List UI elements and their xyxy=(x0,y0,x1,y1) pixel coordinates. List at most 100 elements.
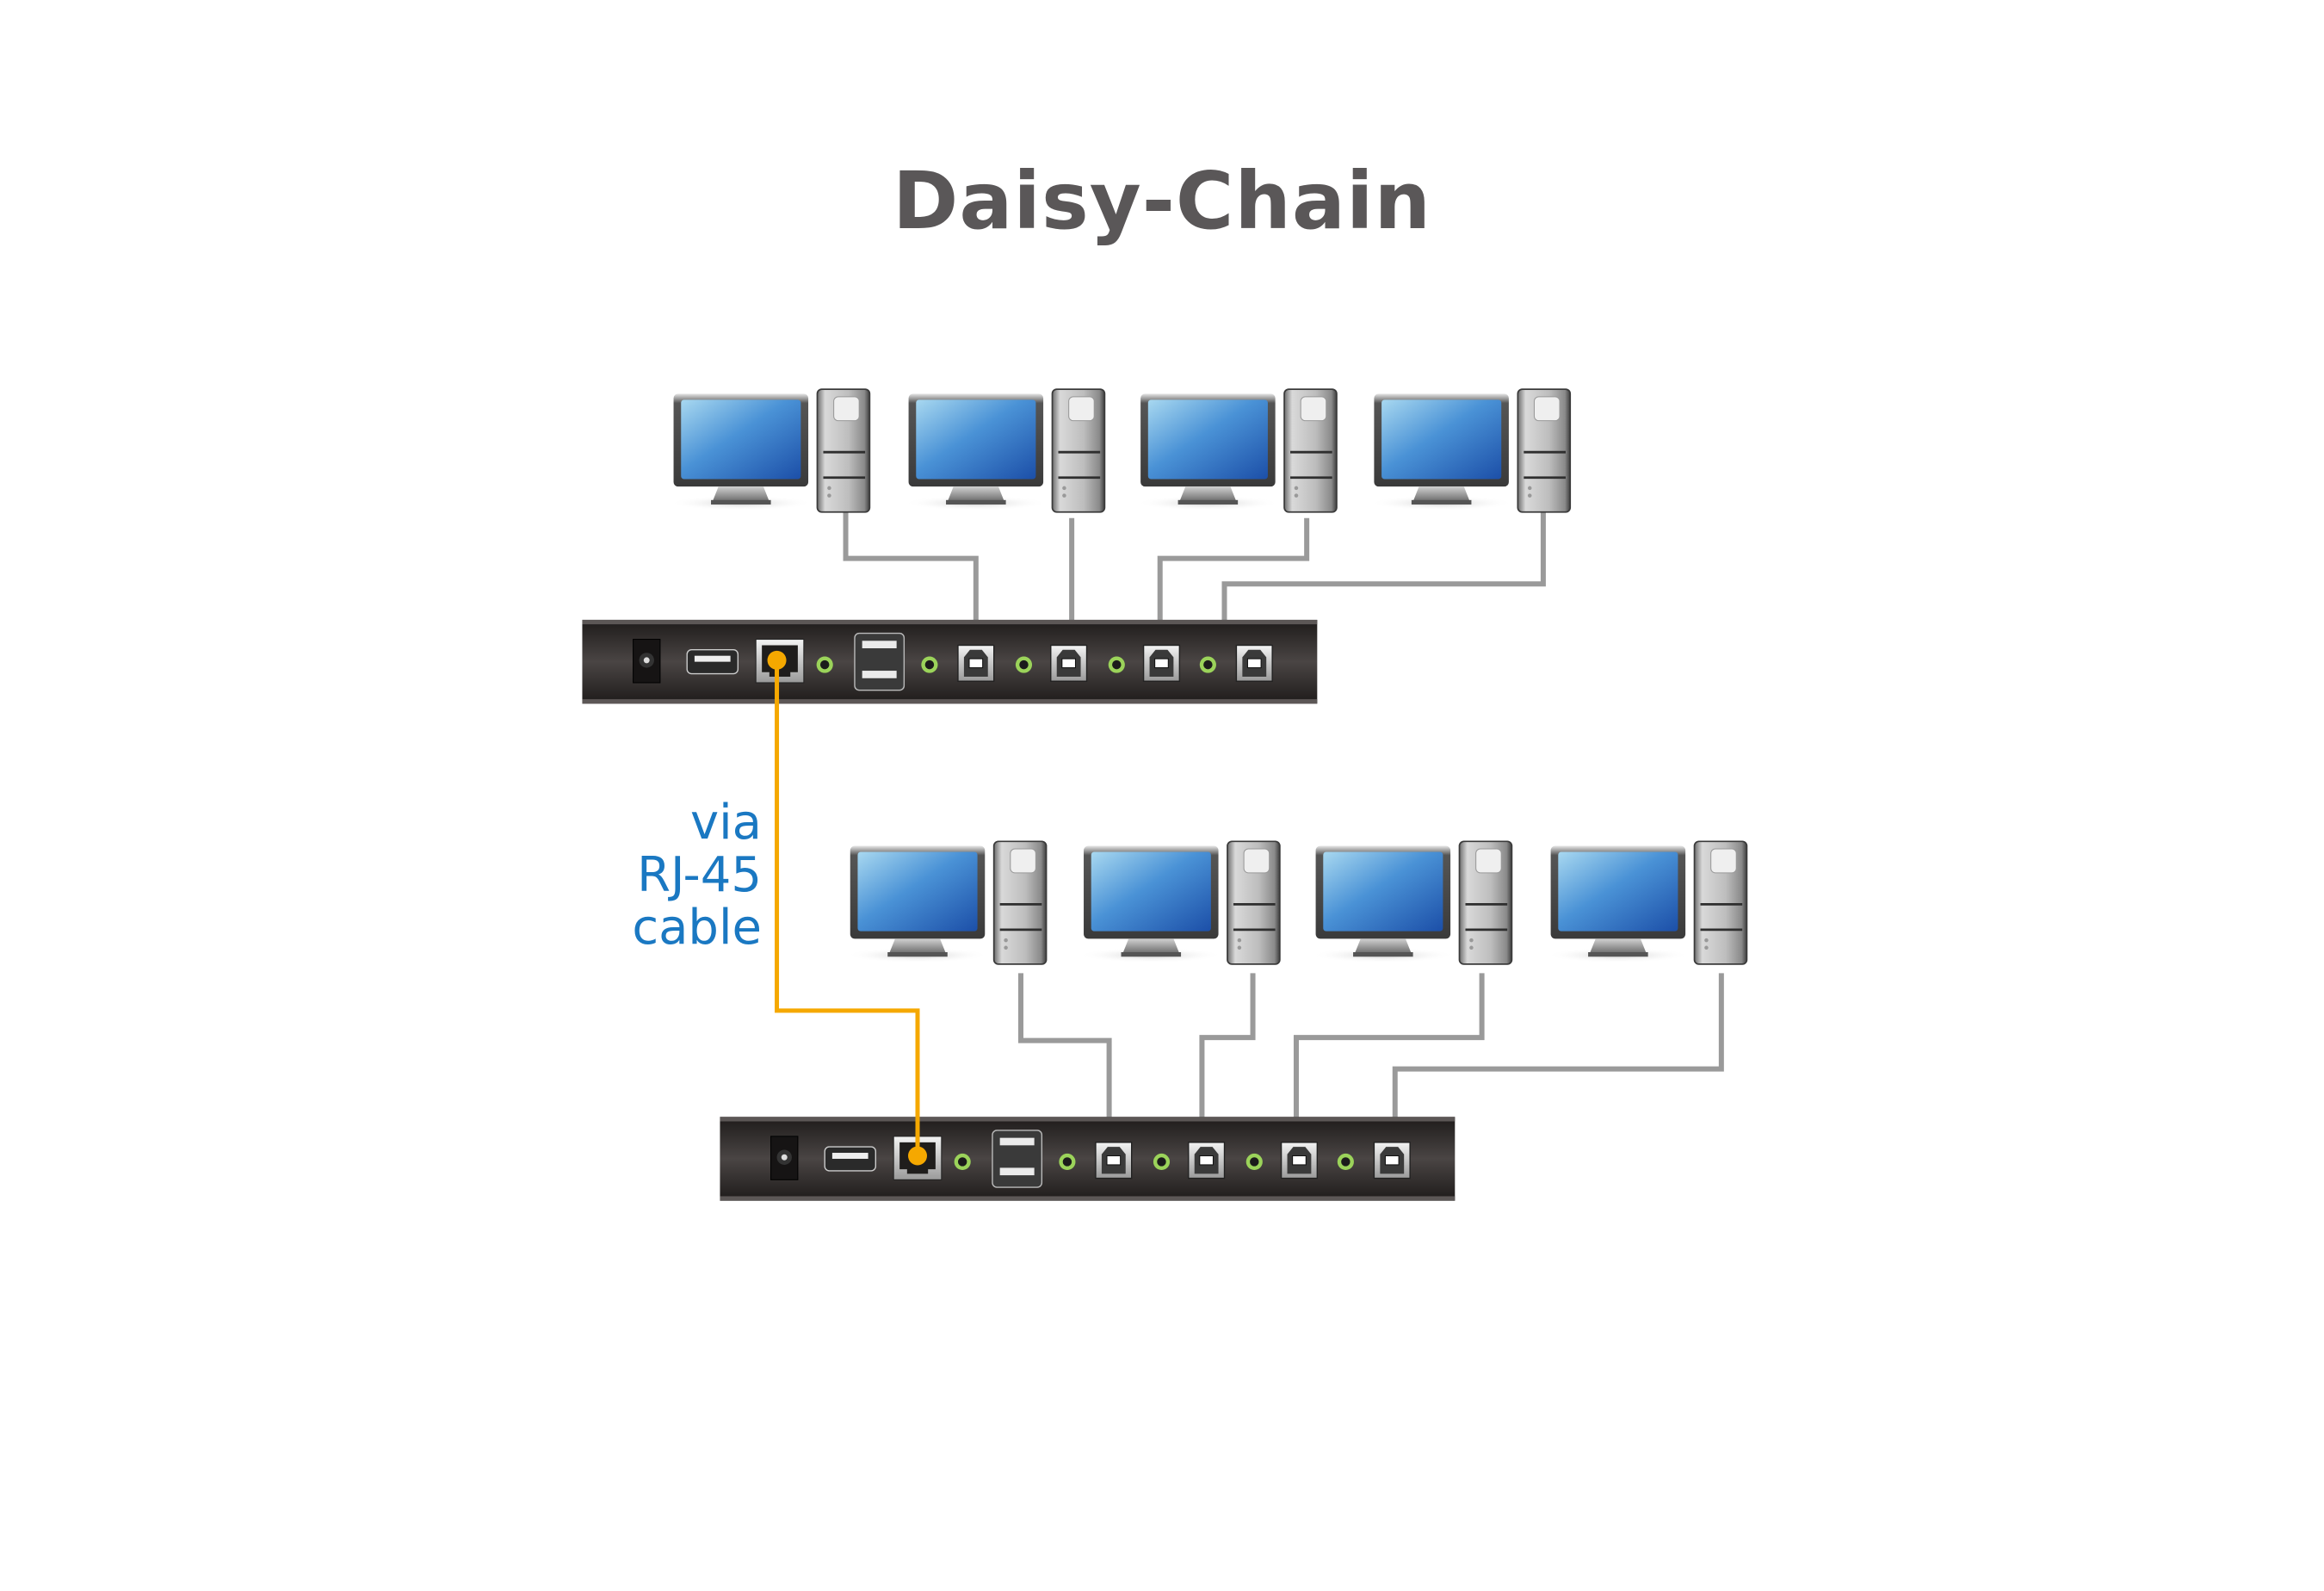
tower-led xyxy=(827,493,831,498)
usb-b-port-3 xyxy=(1142,644,1181,682)
desktop-computer-icon xyxy=(1369,388,1572,513)
tower-led xyxy=(1004,938,1008,943)
usb-cable-3 xyxy=(1157,517,1310,647)
desktop-computer-icon xyxy=(669,388,871,513)
tower-icon xyxy=(1517,388,1572,513)
tower-icon xyxy=(1458,840,1513,965)
rj45-plug-bottom xyxy=(908,1146,928,1166)
tower-led xyxy=(1527,493,1532,498)
switch-bottom-edge xyxy=(720,1196,1456,1201)
tower-led xyxy=(1469,938,1474,943)
audio-jack-hole xyxy=(924,659,935,670)
usb-b-port-2 xyxy=(1050,644,1088,682)
usb-b-port-tongue xyxy=(1106,1155,1122,1166)
monitor-screen xyxy=(857,851,978,932)
rj45-cable xyxy=(775,659,920,1156)
usb-b-port-tongue xyxy=(1154,658,1169,669)
audio-jack-hole xyxy=(1341,1157,1351,1167)
bottom-switch xyxy=(720,1117,1456,1201)
cable-label-line: via xyxy=(689,795,762,851)
cable-label-line: cable xyxy=(632,900,762,956)
monitor-base xyxy=(711,499,771,505)
tower-led xyxy=(1294,493,1299,498)
usb-a-dual-tongue xyxy=(862,671,897,678)
power-jack-pin xyxy=(643,657,650,664)
tower-bay xyxy=(1533,396,1561,422)
audio-jack-hole xyxy=(1019,659,1029,670)
usb-b-port-tongue xyxy=(1061,658,1076,669)
audio-jack-hole xyxy=(1112,659,1122,670)
rj45-plug-top xyxy=(767,650,787,670)
tower-icon xyxy=(1051,388,1106,513)
monitor-stand xyxy=(1122,938,1180,954)
usb-b-port-tongue xyxy=(1246,658,1262,669)
tower-bay xyxy=(1710,848,1737,874)
monitor-stand xyxy=(947,486,1004,502)
rj45-cable-label: via RJ-45 cable xyxy=(632,796,762,954)
monitor-base xyxy=(1588,952,1648,957)
usb-a-port-tongue xyxy=(831,1153,868,1159)
usb-a-port-tongue xyxy=(694,655,731,662)
tower-led xyxy=(1469,945,1474,950)
tower-bay xyxy=(833,396,860,422)
power-jack-pin xyxy=(781,1154,788,1161)
desktop-computer-icon xyxy=(1079,840,1281,965)
switch-top-edge xyxy=(582,619,1318,625)
tower-bay xyxy=(1475,848,1502,874)
tower-icon xyxy=(1693,840,1748,965)
usb-a-port xyxy=(686,649,739,675)
usb-b-port-4 xyxy=(1373,1142,1411,1179)
monitor-screen xyxy=(1558,851,1678,932)
tower-led xyxy=(1004,945,1008,950)
usb-b-port-2 xyxy=(1188,1142,1226,1179)
monitor-screen xyxy=(1147,399,1268,480)
cables-layer xyxy=(843,509,1724,1142)
desktop-computer-icon xyxy=(1135,388,1338,513)
monitor-stand xyxy=(1589,938,1647,954)
cable-label-line: RJ-45 xyxy=(637,847,762,903)
rj45-cable-layer xyxy=(767,650,928,1166)
tower-led xyxy=(1704,945,1709,950)
usb-a-dual-tongue xyxy=(999,1137,1035,1146)
monitor-base xyxy=(946,499,1006,505)
tower-led xyxy=(1062,493,1066,498)
tower-icon xyxy=(1283,388,1338,513)
tower-led xyxy=(1237,938,1242,943)
monitor-screen xyxy=(916,399,1036,480)
usb-a-port xyxy=(824,1146,877,1172)
monitor-screen xyxy=(681,399,801,480)
audio-jack-hole xyxy=(1157,1157,1166,1167)
usb-cable-7 xyxy=(1293,973,1485,1142)
usb-b-port-4 xyxy=(1235,644,1273,682)
usb-cable-8 xyxy=(1392,973,1724,1142)
monitor-screen xyxy=(1323,851,1443,932)
diagram-title: Daisy-Chain xyxy=(892,155,1432,247)
desktop-computer-icon xyxy=(1546,840,1748,965)
usb-b-port-tongue xyxy=(1292,1155,1307,1166)
monitor-stand xyxy=(1179,486,1237,502)
tower-icon xyxy=(816,388,871,513)
monitor-base xyxy=(887,952,948,957)
tower-led xyxy=(1527,486,1532,491)
usb-cable-1 xyxy=(843,509,979,647)
usb-cable-4 xyxy=(1221,511,1546,647)
tower-led xyxy=(1062,486,1066,491)
computers-layer xyxy=(669,388,1748,965)
usb-cable-6 xyxy=(1199,973,1256,1142)
usb-b-port-tongue xyxy=(1199,1155,1214,1166)
monitor-base xyxy=(1177,499,1239,505)
usb-b-port-1 xyxy=(1095,1142,1133,1179)
tower-bay xyxy=(1300,396,1327,422)
switch-top-edge xyxy=(720,1117,1456,1122)
audio-jack-hole xyxy=(1250,1157,1259,1167)
tower-icon xyxy=(1227,840,1281,965)
desktop-computer-icon xyxy=(845,840,1048,965)
desktop-computer-icon xyxy=(1311,840,1513,965)
tower-led xyxy=(1704,938,1709,943)
audio-jack-hole xyxy=(957,1157,967,1167)
usb-cable-5 xyxy=(1017,973,1112,1142)
usb-b-port-tongue xyxy=(1384,1155,1400,1166)
tower-led xyxy=(827,486,831,491)
top-switch xyxy=(582,619,1318,704)
